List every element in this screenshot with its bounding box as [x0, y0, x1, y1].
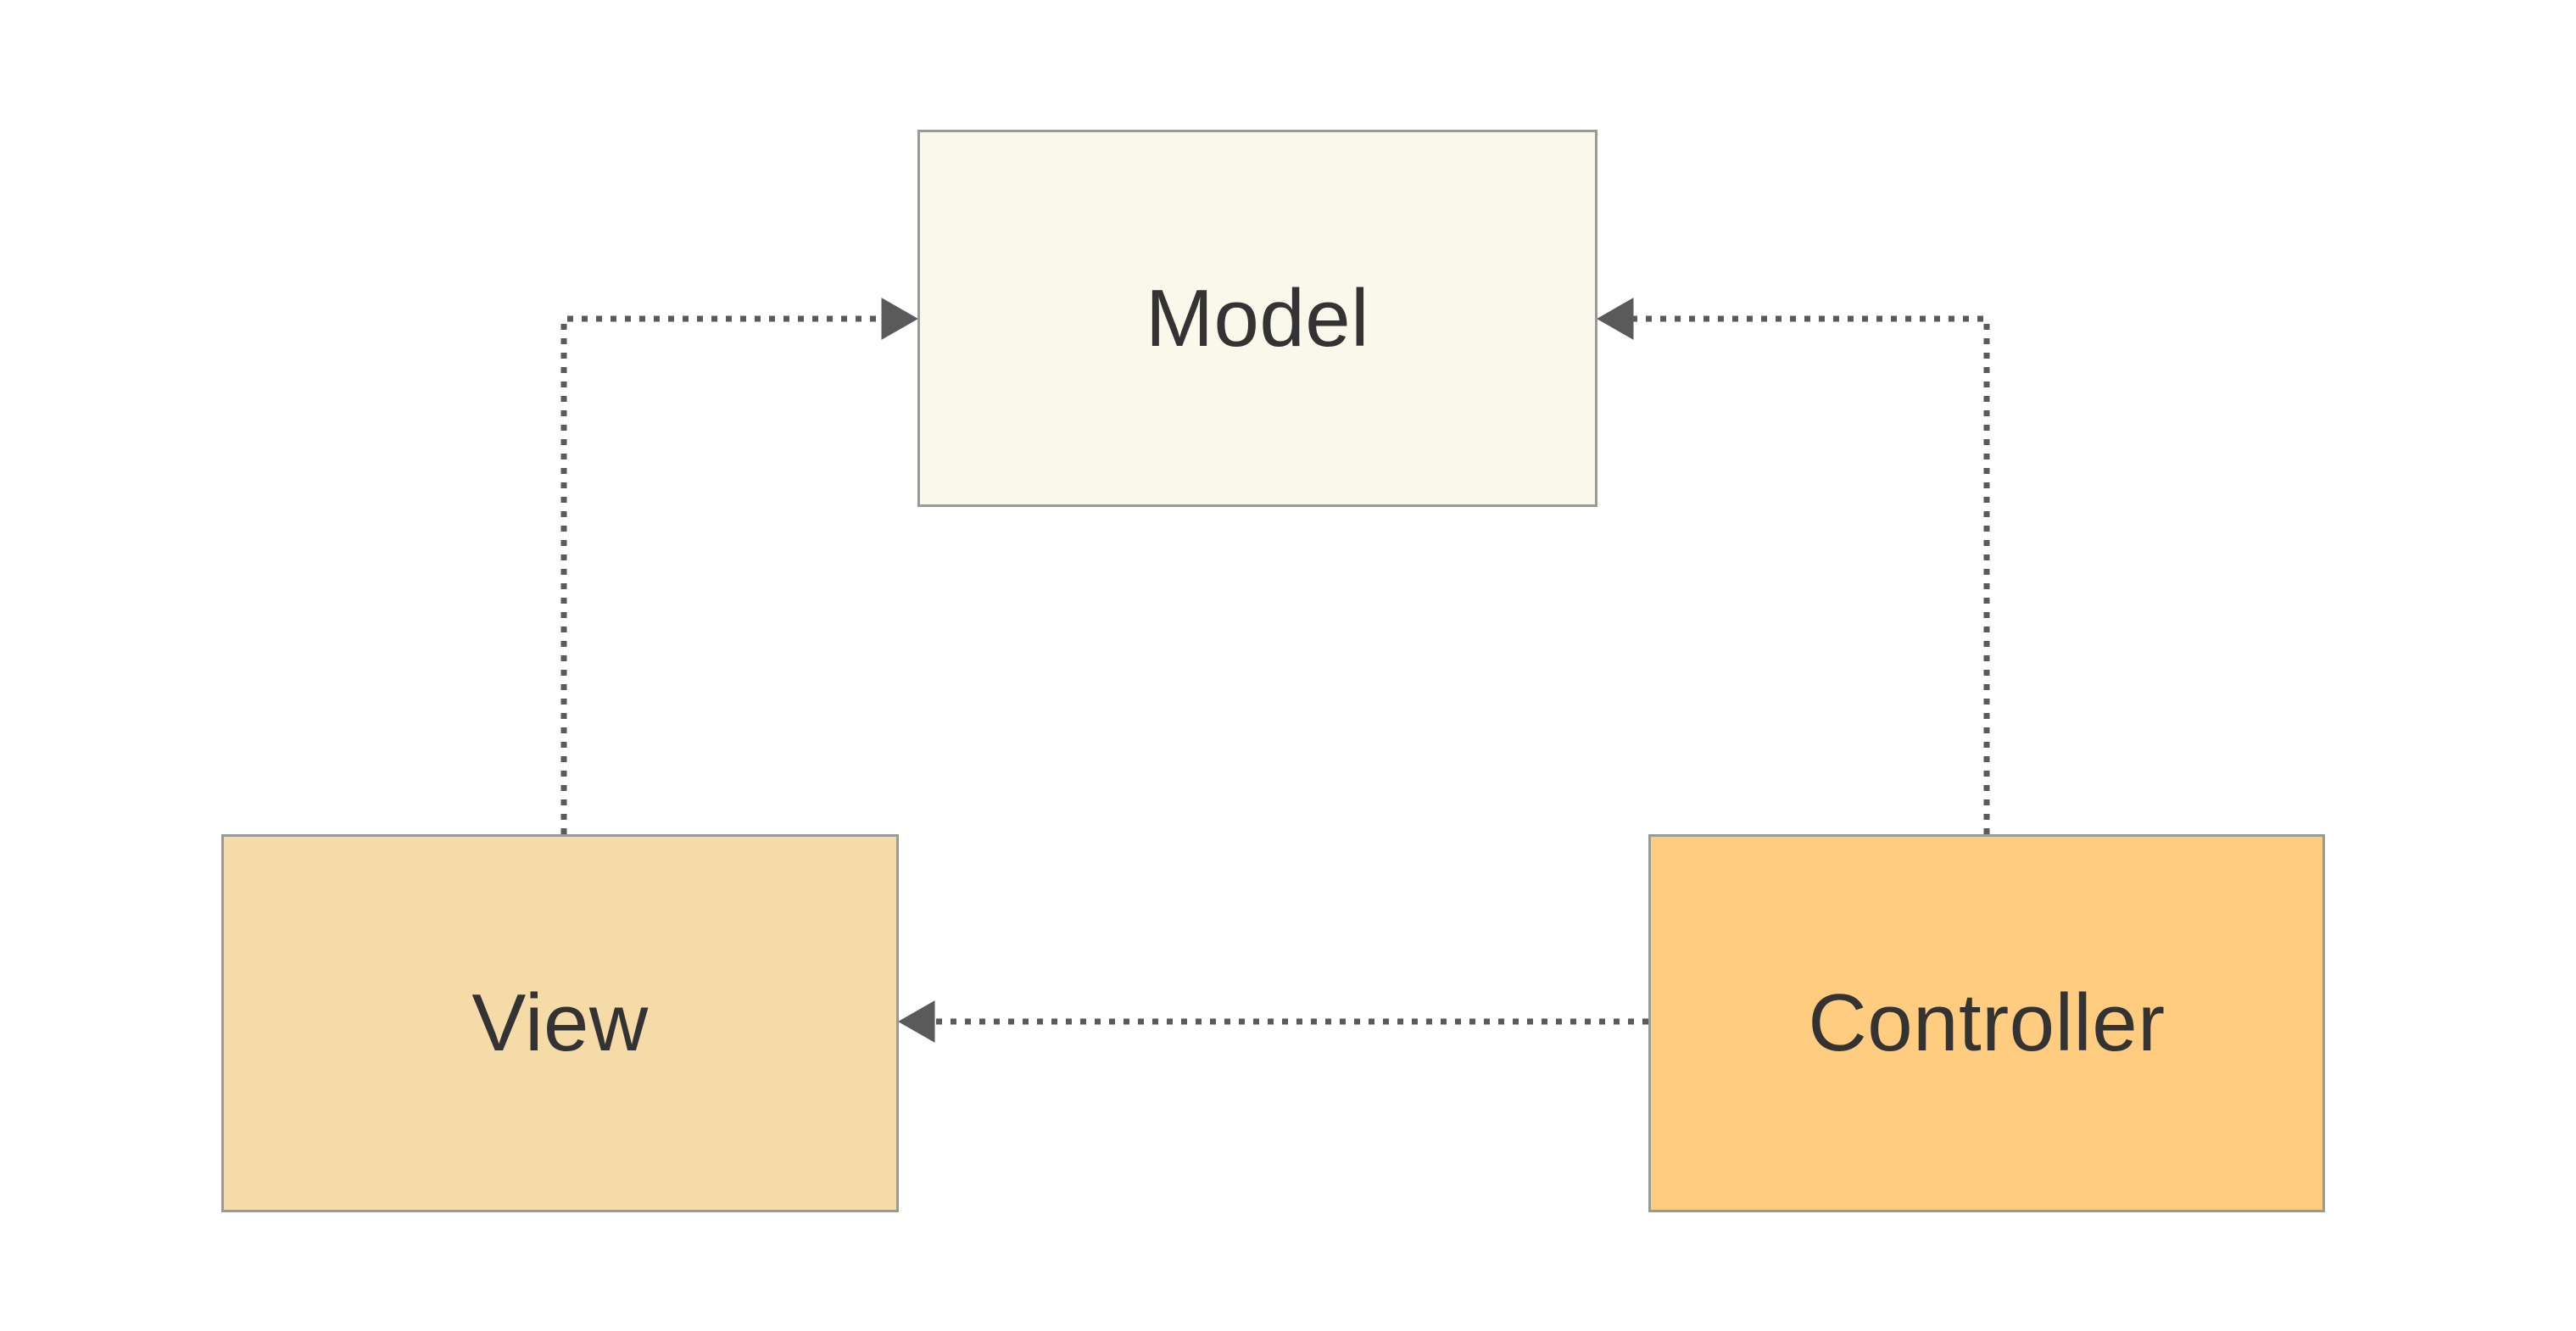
- edge-controller-to-model-line: [1613, 315, 1990, 834]
- node-view-label: View: [471, 977, 649, 1068]
- edge-controller-to-view: [897, 1000, 1648, 1043]
- edge-view-to-model: [560, 298, 919, 834]
- arrowhead-into-view-right: [897, 1000, 935, 1043]
- node-view[interactable]: View: [221, 834, 899, 1212]
- edge-view-to-model-line: [560, 315, 902, 834]
- node-controller[interactable]: Controller: [1648, 834, 2325, 1212]
- node-model[interactable]: Model: [917, 130, 1597, 507]
- node-controller-label: Controller: [1808, 977, 2166, 1068]
- arrowhead-into-model-right: [1596, 298, 1634, 340]
- edge-controller-to-model: [1596, 298, 1990, 834]
- arrowhead-into-model-left: [881, 298, 919, 340]
- node-model-label: Model: [1146, 272, 1369, 364]
